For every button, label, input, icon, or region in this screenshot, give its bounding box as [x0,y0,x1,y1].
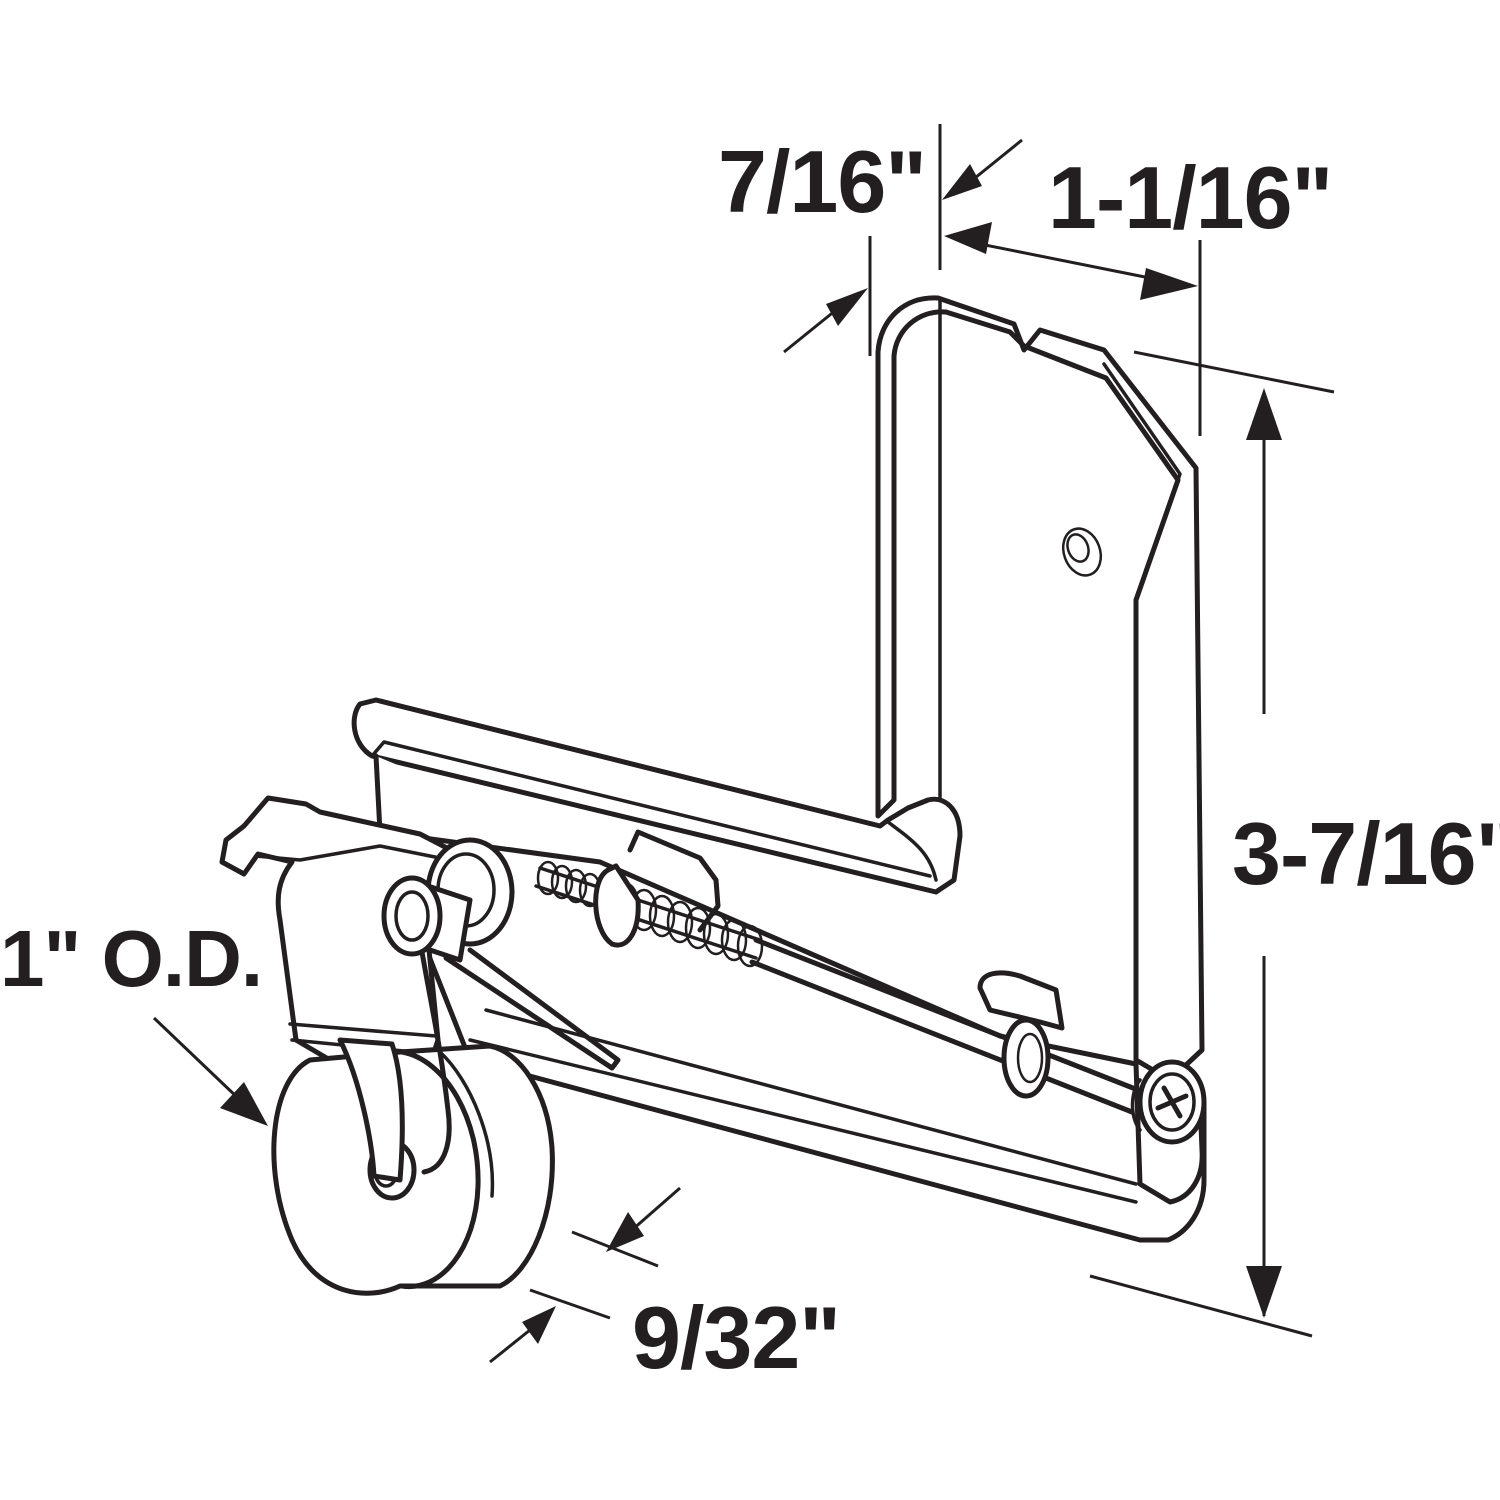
bracket-depth-dimension [944,222,1202,436]
roller-wheel [271,937,555,1296]
wheel-diameter-label: 1" O.D. [0,914,262,1003]
bracket-depth-label: 1-1/16" [1048,148,1332,247]
wheel-diameter-dimension [152,1016,268,1126]
pivot-pin [381,837,515,963]
bracket-vertical-arm [875,295,1205,1083]
flange-width-label: 7/16" [718,132,926,231]
mounting-hole-icon [1061,527,1103,577]
overall-height-dimension [1089,350,1335,1338]
flange-width-dimension [783,124,1023,356]
wheel-thickness-label: 9/32" [632,1288,840,1387]
wheel-thickness-dimension [489,1186,681,1364]
phillips-screw-icon [1130,1059,1207,1145]
overall-height-label: 3-7/16" [1232,804,1500,903]
adjusting-spring [534,829,1141,1115]
